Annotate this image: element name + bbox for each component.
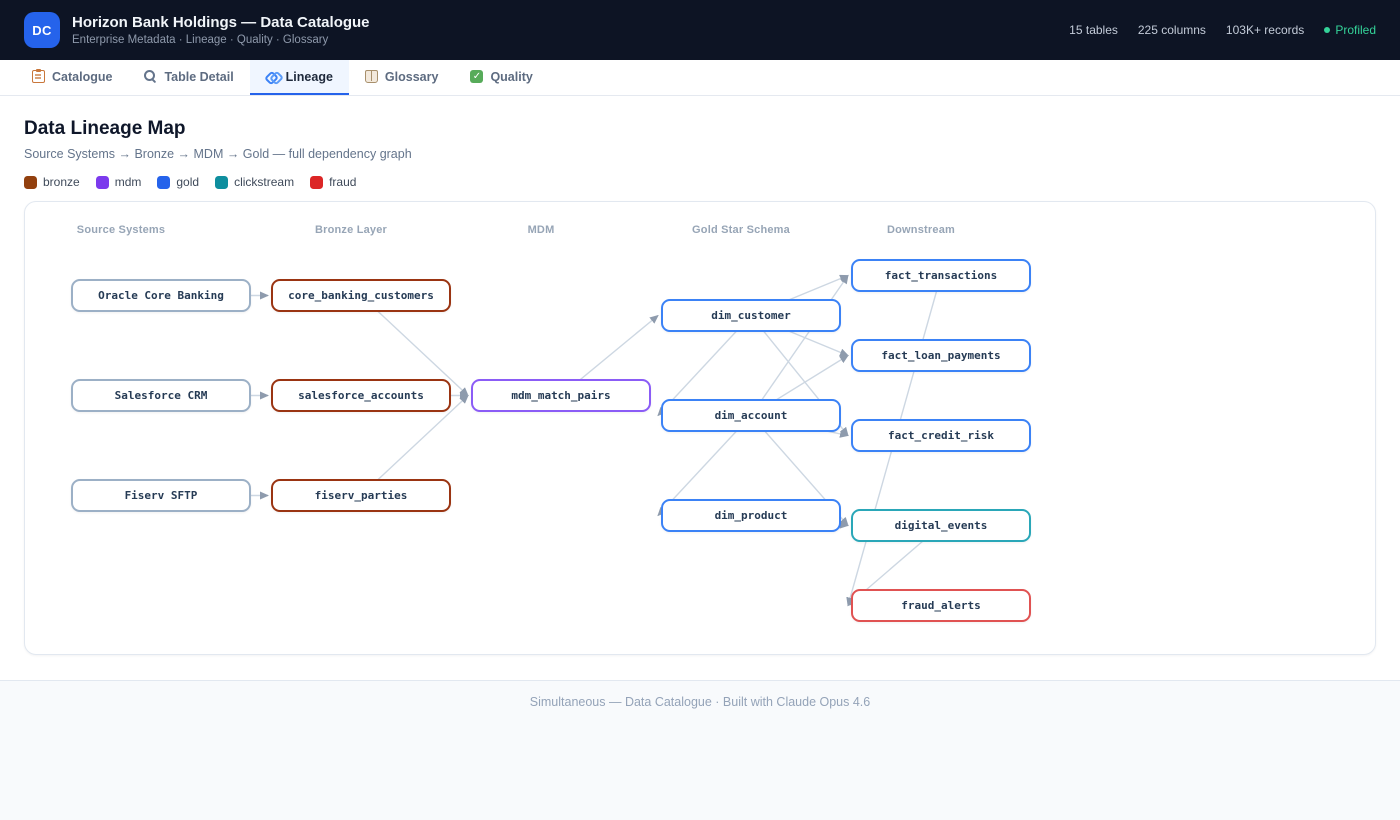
tab-bar: Catalogue Table Detail Lineage Glossary Qual… [0, 60, 1400, 96]
legend-swatch-mdm [95, 175, 109, 189]
clipboard-icon [32, 68, 45, 83]
node-oracle[interactable]: Oracle Core Banking [71, 279, 251, 312]
tab-glossary[interactable]: Glossary [349, 60, 455, 95]
edge-dim_account-to-fact_transactions [750, 274, 849, 416]
legend-label: mdm [114, 175, 142, 189]
link-icon [266, 70, 279, 83]
tab-catalogue[interactable]: Catalogue [16, 60, 128, 95]
tab-label: Catalogue [52, 69, 113, 84]
header-stats: 15 tables 225 columns 103K+ records Profil… [1069, 23, 1376, 37]
column-header-gold-star-schema: Gold Star Schema [692, 224, 790, 236]
tab-label: Quality [490, 69, 533, 84]
legend-item-fraud: fraud [310, 175, 356, 189]
node-dim_product[interactable]: dim_product [661, 499, 841, 532]
node-cbc[interactable]: core_banking_customers [271, 279, 451, 312]
status-dot-icon [1324, 27, 1331, 33]
edge-cbc-to-mdm [360, 294, 469, 397]
tab-label: Lineage [285, 69, 333, 84]
lineage-canvas: Source Systems Bronze Layer MDM Gold Star S… [24, 201, 1376, 655]
stat-103k-records: 103K+ records [1225, 23, 1305, 37]
legend-swatch-gold [157, 175, 171, 189]
node-dim_customer[interactable]: dim_customer [661, 299, 841, 332]
magnifier-icon [144, 70, 157, 83]
stat-15-tables: 15 tables [1069, 23, 1118, 37]
app-subtitle: Enterprise Metadata · Lineage · Quality … [72, 34, 329, 46]
legend-item-bronze: bronze [24, 175, 80, 189]
node-fraud_alerts[interactable]: fraud_alerts [851, 589, 1031, 622]
edge-dim_account-to-dim_product [657, 415, 752, 517]
node-digital_events[interactable]: digital_events [851, 509, 1031, 542]
app-logo: DC [24, 12, 60, 48]
tab-table-detail[interactable]: Table Detail [128, 60, 249, 95]
legend-item-clickstream: clickstream [215, 175, 294, 189]
node-fact_transactions[interactable]: fact_transactions [851, 259, 1031, 292]
edge-fp-to-mdm [360, 394, 469, 497]
legend-item-gold: gold [157, 175, 199, 189]
profiled-label: Profiled [1335, 23, 1376, 37]
node-dim_account[interactable]: dim_account [661, 399, 841, 432]
column-header-mdm: MDM [527, 224, 555, 236]
node-fp[interactable]: fiserv_parties [271, 479, 451, 512]
column-header-downstream: Downstream [886, 224, 956, 236]
legend-swatch-bronze [24, 175, 37, 189]
page-title: Data Lineage Map [24, 118, 186, 139]
footer-text: Simultaneous — Data Catalogue · Built wi… [529, 695, 871, 709]
node-mdm[interactable]: mdm_match_pairs [471, 379, 651, 412]
check-icon [470, 70, 484, 83]
tab-label: Table Detail [164, 69, 234, 84]
page-subtitle: Source Systems → Bronze → MDM → Gold — f… [24, 147, 412, 161]
tab-label: Glossary [384, 69, 439, 84]
node-sfdc[interactable]: Salesforce CRM [71, 379, 251, 412]
legend-label: bronze [43, 175, 80, 189]
node-fact_loan_payments[interactable]: fact_loan_payments [851, 339, 1031, 372]
profiled-status: Profiled [1324, 23, 1376, 37]
main-content: Data Lineage Map Source Systems → Bronze… [0, 96, 1400, 680]
legend-swatch-fraud [310, 175, 324, 189]
legend-swatch-clickstream [215, 175, 229, 189]
tab-quality[interactable]: Quality [454, 60, 548, 95]
app-footer: Simultaneous — Data Catalogue · Built wi… [0, 680, 1400, 820]
column-header-bronze-layer: Bronze Layer [314, 224, 388, 236]
node-fact_credit_risk[interactable]: fact_credit_risk [851, 419, 1031, 452]
legend: bronze mdm gold clickstream fraud [24, 175, 1376, 189]
legend-label: gold [176, 175, 200, 189]
tab-lineage[interactable]: Lineage [249, 60, 349, 95]
app-title: Horizon Bank Holdings — Data Catalogue [72, 14, 370, 31]
node-fiserv[interactable]: Fiserv SFTP [71, 479, 251, 512]
legend-item-mdm: mdm [95, 175, 142, 189]
legend-label: clickstream [234, 175, 295, 189]
book-icon [364, 70, 378, 83]
legend-label: fraud [329, 175, 357, 189]
edge-dim_customer-to-dim_account [657, 315, 752, 417]
node-sfa[interactable]: salesforce_accounts [271, 379, 451, 412]
app-header: DC Horizon Bank Holdings — Data Catalogu… [0, 0, 1400, 60]
column-header-source-systems: Source Systems [76, 224, 166, 236]
stat-225-columns: 225 columns [1137, 23, 1206, 37]
